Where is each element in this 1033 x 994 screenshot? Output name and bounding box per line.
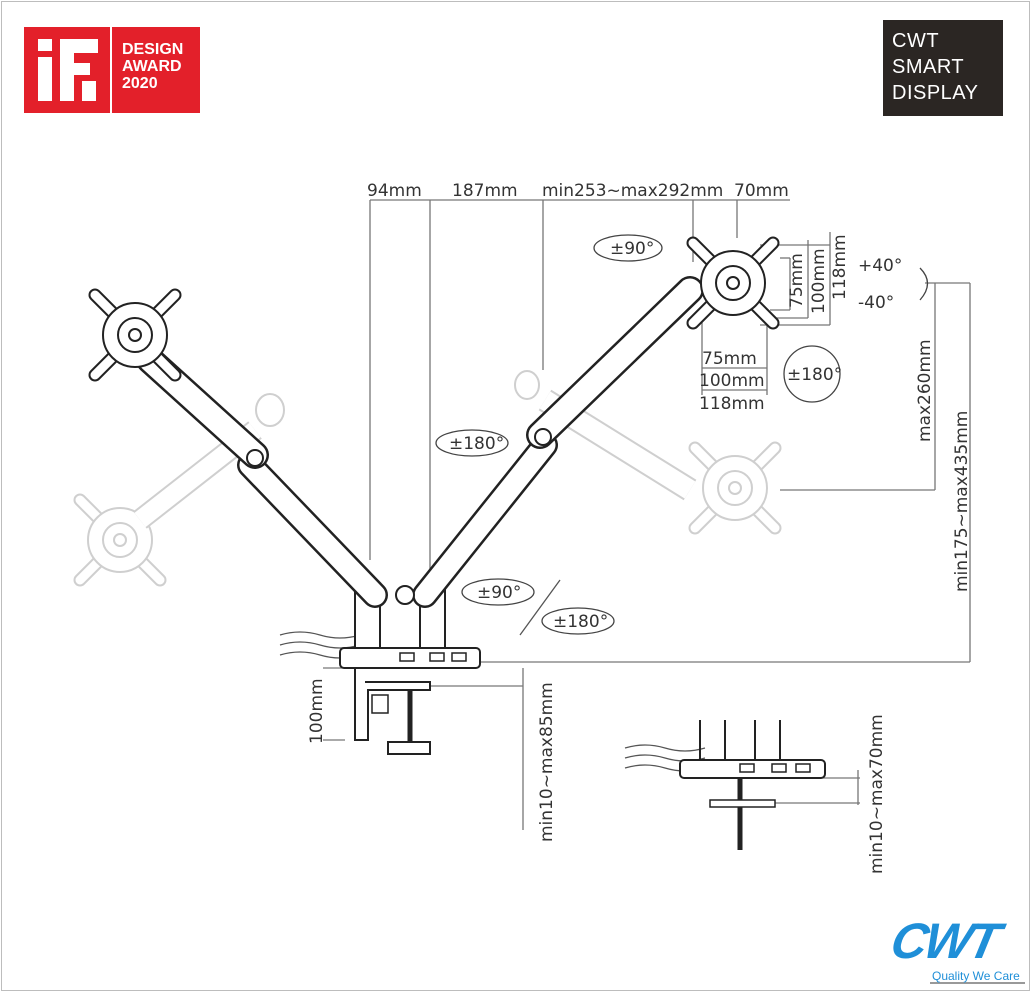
vesa-horizontal-118: 118mm [699,394,765,414]
if-award-text: DESIGN AWARD 2020 [110,27,200,113]
vesa-horizontal-100: 100mm [699,371,765,391]
grommet-mount-detail [679,720,826,850]
clamp-range: min10~max85mm [537,682,557,842]
base-swivel-label: ±90° [477,583,521,603]
c-clamp [354,668,431,741]
clamp-height: 100mm [307,678,327,744]
cwt-logo-tagline: Quality We Care [932,969,1020,983]
cwt-logo-wordmark: CWT [886,913,1003,969]
total-height: min175~max435mm [952,411,972,592]
vesa-vertical-75: 75mm [787,253,807,308]
dim-187mm: 187mm [452,181,518,201]
head-swivel-label: ±90° [610,239,654,259]
dim-94mm: 94mm [367,181,422,201]
dimension-lines [323,199,971,830]
if-award-line: AWARD [122,58,182,75]
rotation-labels: ±90° ±180° ±180° ±90° ±180° [449,239,842,632]
grommet-range: min10~max70mm [867,714,887,874]
height-adjust: max260mm [915,339,935,442]
cwt-smart-display-badge: CWT SMART DISPLAY [883,20,1003,116]
vesa-vertical-118: 118mm [830,234,850,300]
if-award-year: 2020 [122,75,158,92]
vesa-vertical-100: 100mm [809,248,829,314]
tilt-up: +40° [858,256,902,276]
dual-monitor-arm [136,276,704,755]
left-monitor-plate [95,295,175,375]
tilt-down: -40° [858,293,894,313]
if-design-award-logo: DESIGN AWARD 2020 [24,27,200,113]
dimension-labels: 94mm 187mm min253~max292mm 70mm 75mm 100… [307,181,972,874]
right-monitor-plate [693,243,773,323]
elbow-rotate-label: ±180° [449,434,504,454]
vesa-horizontal-75: 75mm [702,349,757,369]
head-rotate-label: ±180° [787,365,842,385]
badge-line: CWT [892,30,940,52]
badge-line: SMART [892,56,965,78]
dim-arm-length: min253~max292mm [542,181,723,201]
if-mark [24,27,110,113]
base-rotate-label: ±180° [553,612,608,632]
badge-line: DISPLAY [892,82,979,104]
rotation-indicators [435,234,929,635]
if-award-line: DESIGN [122,41,184,58]
ghost-right-monitor-plate [695,448,775,528]
dim-70mm: 70mm [734,181,789,201]
cwt-footer-logo: CWT Quality We Care [886,913,1025,988]
